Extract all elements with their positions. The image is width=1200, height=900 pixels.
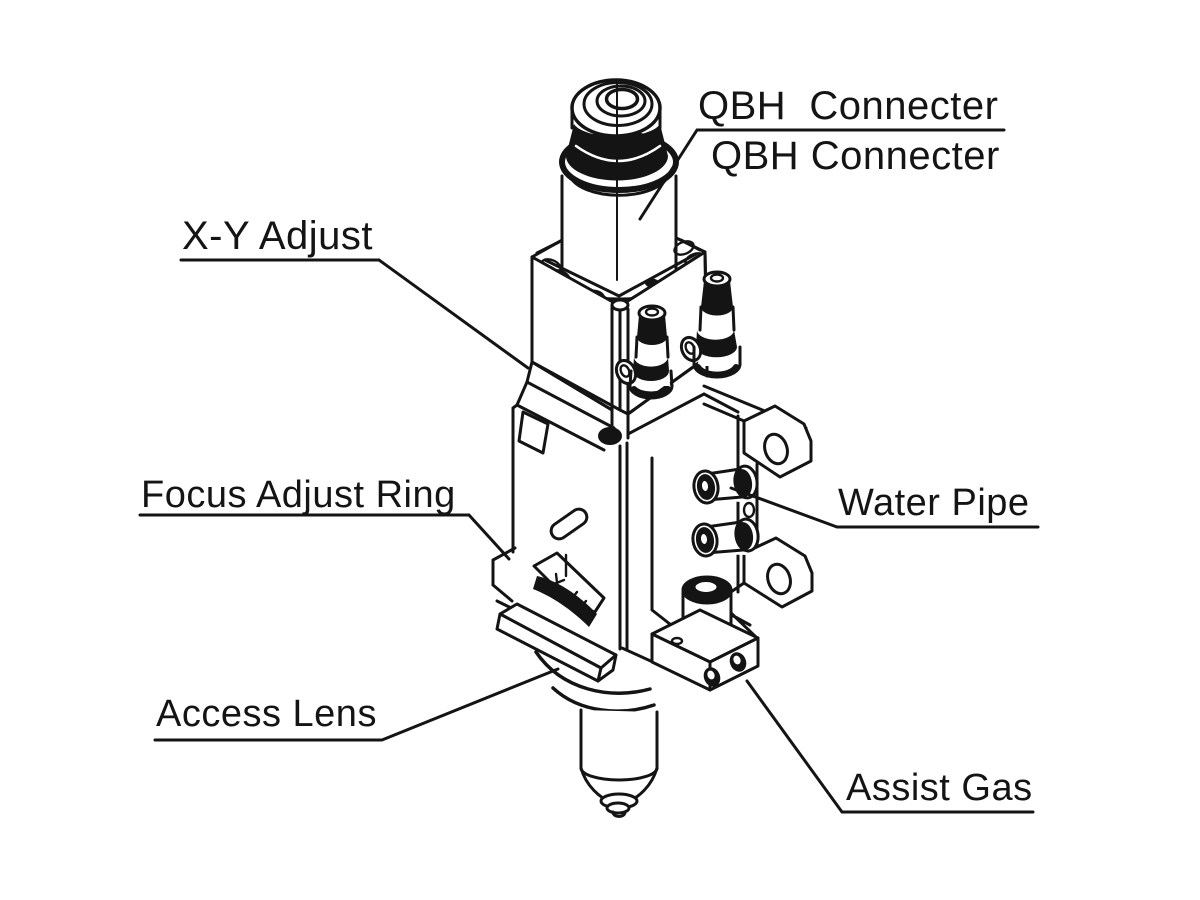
leader-assist-gas	[745, 679, 1035, 814]
label-assist-gas: Assist Gas	[846, 767, 1033, 809]
label-plate	[517, 410, 550, 455]
flange-hole-small	[742, 501, 756, 519]
corner-shadow	[598, 427, 622, 445]
label-access-lens: Access Lens	[156, 693, 377, 735]
label-xy-adjust: X-Y Adjust	[182, 214, 374, 258]
main-body-drawing	[511, 355, 740, 665]
label-qbh-connecter-top: QBH Connecter	[698, 84, 999, 128]
label-focus-adjust-ring: Focus Adjust Ring	[141, 474, 456, 516]
assist-gas-drawing	[650, 575, 760, 692]
water-pipe-fittings-drawing	[691, 464, 760, 558]
qbh-connector-drawing	[559, 78, 679, 281]
focus-ring-slot	[533, 576, 597, 627]
leader-xy-adjust	[179, 258, 530, 370]
nozzle-tip	[611, 810, 627, 818]
leader-focus-ring	[138, 513, 511, 561]
flange-hole-top	[763, 432, 789, 466]
label-qbh-connecter-bottom: QBH Connecter	[711, 134, 1000, 178]
label-water-pipe: Water Pipe	[838, 482, 1030, 524]
leader-water-pipe	[729, 486, 1040, 529]
leader-lines	[138, 128, 1040, 814]
focus-ring-drawing	[491, 546, 606, 652]
leader-access-lens	[153, 667, 560, 742]
access-lens-nozzle-drawing	[495, 602, 659, 818]
pneumatic-fittings-drawing	[614, 270, 742, 400]
slot	[549, 507, 589, 541]
leader-qbh	[638, 128, 1006, 221]
flange-hole-bottom	[766, 562, 792, 596]
mount-flange-drawing	[702, 384, 814, 640]
